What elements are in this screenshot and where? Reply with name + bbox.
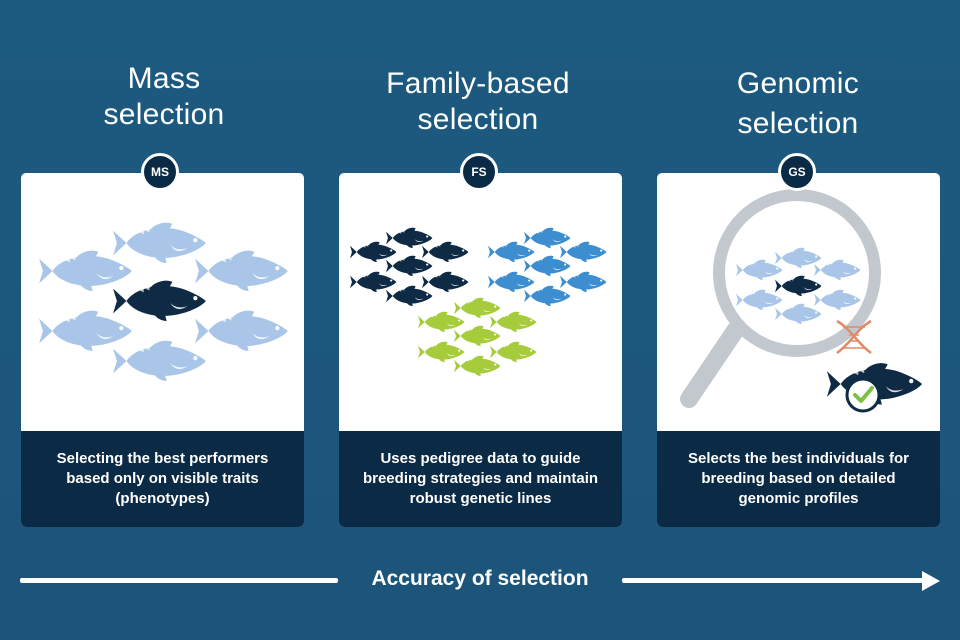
- fish-icon: [39, 250, 132, 292]
- fish-icon: [386, 227, 433, 249]
- genomic-illustration: [680, 189, 923, 413]
- arrow-right-icon: [922, 571, 940, 591]
- fish-icon: [113, 280, 206, 322]
- title-line1: Family-based: [386, 67, 570, 100]
- fish-icon: [490, 311, 537, 333]
- fish-icon: [350, 271, 397, 293]
- fish-icon: [418, 311, 465, 333]
- fish-icon: [524, 255, 571, 277]
- fish-school-illustration: [39, 222, 288, 382]
- title-family-selection: Family-based selection: [360, 66, 596, 138]
- accuracy-axis-label: Accuracy of selection: [371, 567, 589, 590]
- accuracy-axis-right-line: [622, 578, 926, 583]
- fish-icon: [422, 271, 469, 293]
- fish-icon: [524, 227, 571, 249]
- checkmark-icon: [845, 377, 881, 413]
- fish-icon: [524, 285, 571, 307]
- fish-icon: [418, 341, 465, 363]
- fish-icon: [195, 310, 288, 352]
- fish-icon: [454, 297, 501, 319]
- magnifying-glass-icon: [680, 189, 881, 408]
- fish-icon: [488, 271, 535, 293]
- title-genomic-selection: Genomic selection: [692, 66, 904, 142]
- badge-gs: GS: [778, 153, 816, 191]
- fish-icon: [560, 271, 607, 293]
- title-line2: selection: [417, 103, 539, 136]
- fish-icon: [454, 355, 501, 377]
- fish-icon: [113, 222, 206, 264]
- badge-fs: FS: [460, 153, 498, 191]
- fish-icon: [422, 241, 469, 263]
- description-mass-selection: Selecting the best performers based only…: [21, 431, 304, 527]
- fish-icon: [490, 341, 537, 363]
- dna-icon: [836, 319, 872, 355]
- fish-icon: [39, 310, 132, 352]
- fish-icon: [488, 241, 535, 263]
- fish-families-illustration: [350, 227, 607, 377]
- fish-icon: [454, 325, 501, 347]
- fish-icon: [386, 255, 433, 277]
- card-family-selection: Uses pedigree data to guide breeding str…: [339, 173, 622, 527]
- card-genomic-selection: Selects the best individuals for breedin…: [657, 173, 940, 527]
- description-genomic-selection: Selects the best individuals for breedin…: [657, 431, 940, 527]
- fish-icon: [195, 250, 288, 292]
- title-line1: Mass: [127, 62, 201, 95]
- fish-icon: [560, 241, 607, 263]
- title-line1: Genomic: [736, 67, 860, 100]
- title-line2: selection: [103, 98, 225, 131]
- accuracy-axis-left-line: [20, 578, 338, 583]
- description-family-selection: Uses pedigree data to guide breeding str…: [339, 431, 622, 527]
- fish-icon: [350, 241, 397, 263]
- title-line2: selection: [737, 107, 859, 140]
- card-mass-selection: Selecting the best performers based only…: [21, 173, 304, 527]
- fish-icon: [386, 285, 433, 307]
- title-mass-selection: Mass selection: [62, 61, 266, 133]
- badge-ms: MS: [141, 153, 179, 191]
- fish-icon: [113, 340, 206, 382]
